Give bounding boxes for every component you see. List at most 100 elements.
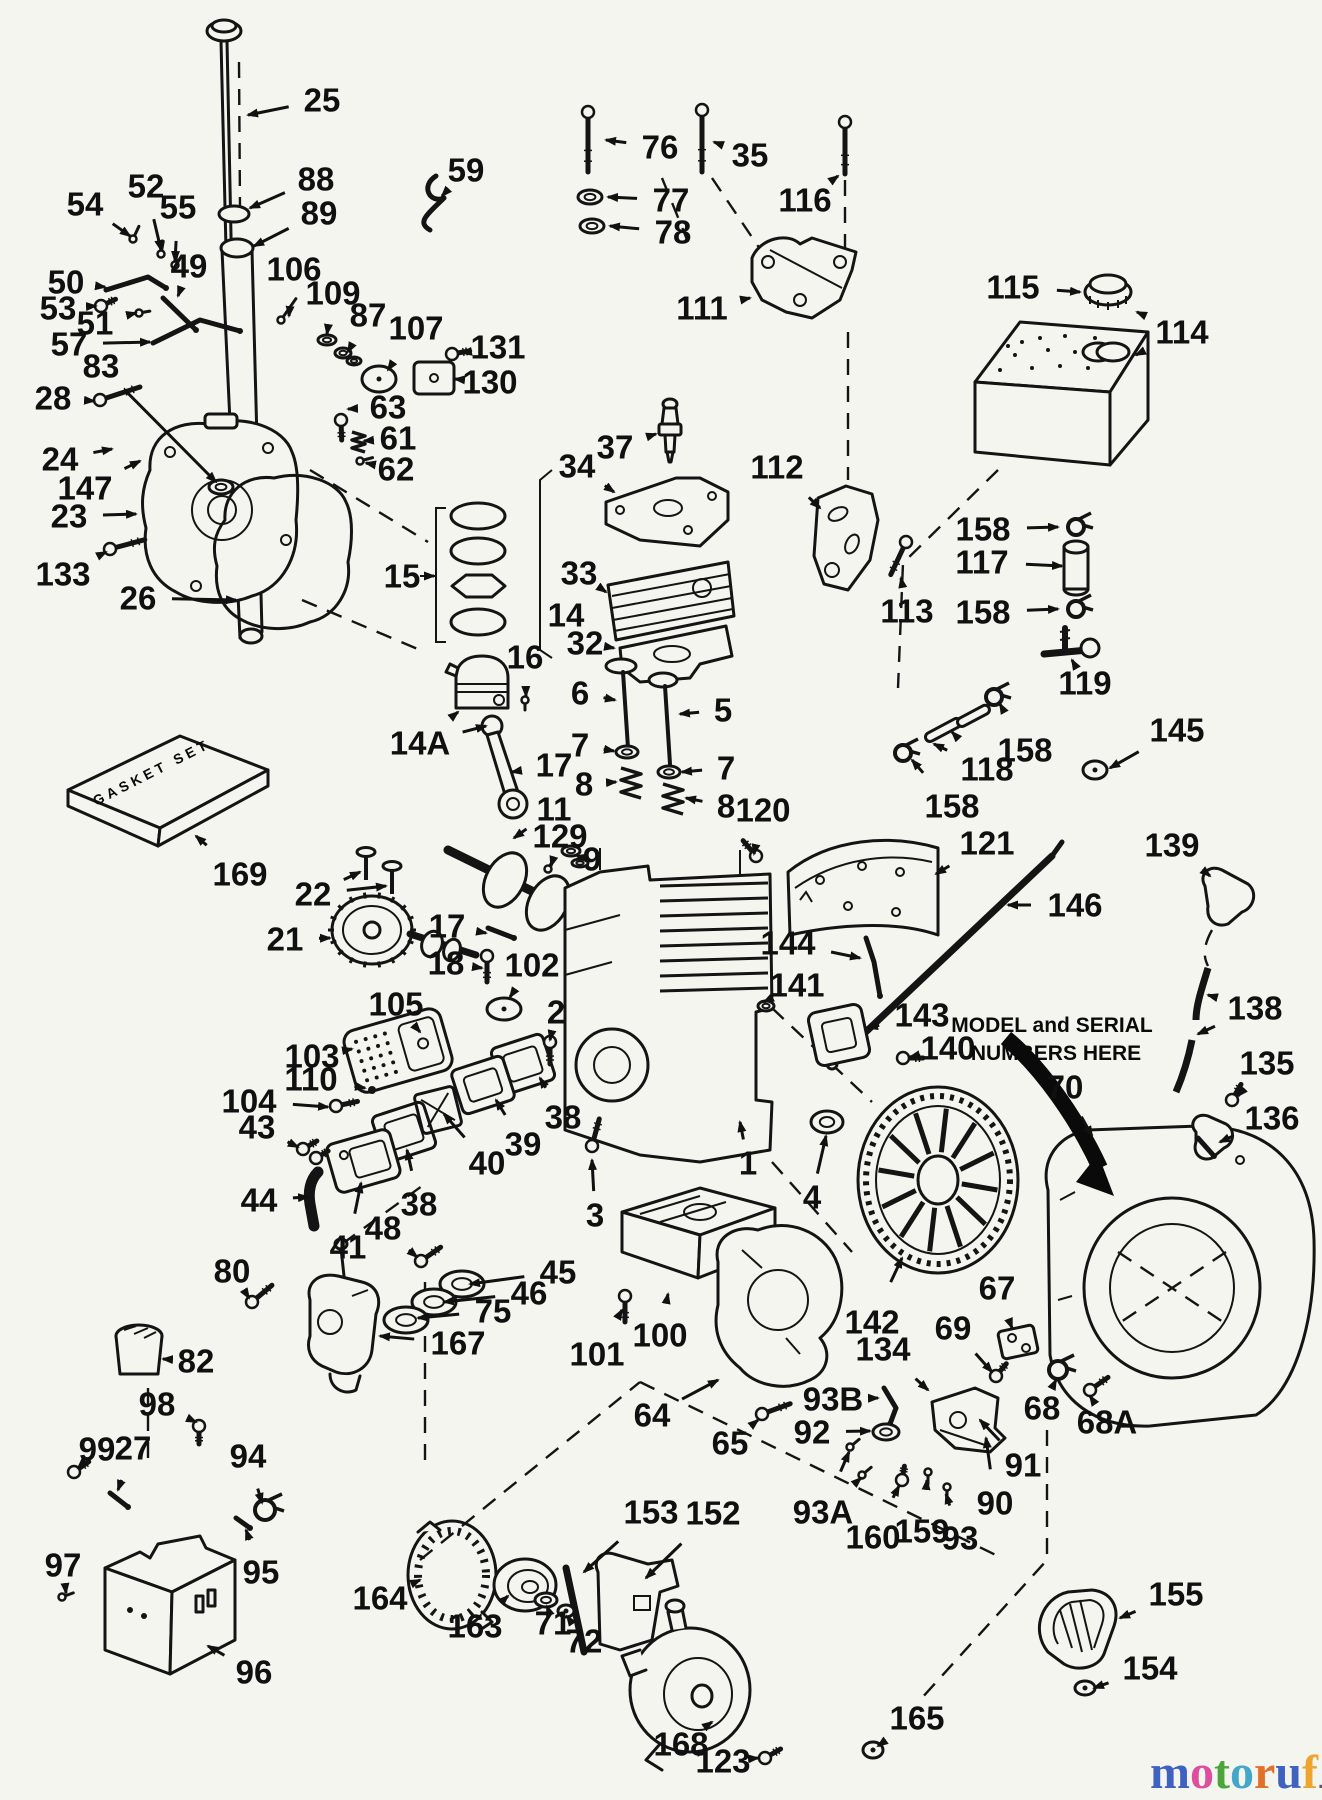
callout-77: 77 [606, 182, 689, 219]
leader-40 [442, 1112, 466, 1139]
part-number-98: 98 [139, 1386, 176, 1423]
leader-142 [889, 1256, 904, 1283]
clamp-158d [893, 737, 921, 763]
callout-158: 158 [955, 594, 1060, 631]
part-number-87: 87 [350, 297, 387, 334]
part-number-168: 168 [653, 1726, 708, 1763]
oval-45 [438, 1269, 486, 1299]
leader-45 [468, 1275, 525, 1288]
part-number-145: 145 [1149, 712, 1204, 749]
callout-52: 52 [128, 168, 164, 252]
model-serial-arrow [1000, 1031, 1114, 1196]
callout-9: 9 [575, 841, 601, 878]
callout-106: 106 [266, 251, 322, 318]
leader-52 [152, 218, 164, 252]
callout-116: 116 [778, 174, 840, 219]
bracket-14 [539, 469, 553, 659]
callout-7: 7 [680, 750, 735, 787]
part-number-158: 158 [955, 594, 1010, 631]
leader-104 [292, 1101, 330, 1111]
screw-43b [308, 1148, 331, 1166]
part-number-68A: 68A [1077, 1404, 1138, 1441]
leader-38 [538, 1076, 549, 1089]
leader-114 [1135, 310, 1148, 321]
clamp-94 [253, 1492, 285, 1522]
callout-34: 34 [559, 448, 616, 494]
callout-138: 138 [1196, 990, 1283, 1036]
leader-18 [471, 962, 484, 972]
callout-152: 152 [644, 1495, 741, 1580]
callout-15: 15 [384, 558, 436, 595]
pin-54 [128, 224, 141, 244]
part-number-59: 59 [448, 152, 485, 189]
screw-93Ab [857, 1465, 873, 1480]
oval-75 [382, 1305, 430, 1335]
callout-3: 3 [586, 1158, 604, 1234]
callout-87: 87 [346, 297, 387, 354]
leader-160 [890, 1484, 901, 1499]
part-number-27: 27 [115, 1430, 152, 1467]
callout-27: 27 [115, 1430, 152, 1492]
leader-121 [934, 864, 951, 876]
clip-136 [1195, 1135, 1217, 1159]
screw-123 [757, 1746, 784, 1766]
tappet-22b [381, 860, 403, 894]
callout-51: 51 [77, 305, 138, 342]
leader-123 [747, 1754, 760, 1764]
leader-138 [1206, 993, 1219, 1003]
hose-118a [924, 716, 963, 743]
part-number-70: 70 [1047, 1069, 1084, 1106]
callout-88: 88 [248, 161, 334, 210]
callout-17: 17 [510, 747, 572, 784]
part-number-169: 169 [212, 856, 267, 893]
leader-37 [645, 432, 658, 442]
model-serial-line2: NUMBERS HERE [971, 1042, 1141, 1065]
leader-168 [701, 1720, 714, 1732]
callout-140: 140 [908, 1030, 976, 1067]
leader-111 [739, 295, 752, 305]
leader-14A [462, 724, 488, 734]
filter-117 [1062, 539, 1090, 597]
screw-93Aa [845, 1437, 861, 1452]
leader-99 [76, 1457, 89, 1470]
callout-114: 114 [1134, 310, 1209, 357]
leader-145 [1108, 750, 1140, 770]
part-number-18: 18 [428, 945, 465, 982]
clip-95 [233, 1515, 253, 1531]
callout-163: 163 [447, 1594, 510, 1645]
callout-169: 169 [194, 834, 268, 893]
callout-168: 168 [653, 1720, 714, 1763]
part-number-165: 165 [889, 1700, 944, 1737]
cam-gear-teeth [328, 892, 416, 968]
tappet-22a [355, 846, 377, 880]
callout-158: 158 [955, 511, 1060, 548]
air-box [103, 1534, 237, 1676]
callout-119: 119 [1058, 658, 1112, 702]
part-number-158: 158 [924, 788, 979, 825]
washer-7R [656, 764, 682, 780]
leader-88 [248, 191, 286, 210]
leader-44 [292, 1193, 310, 1203]
callout-103: 103 [284, 1038, 354, 1075]
callout-110: 110 [284, 1061, 367, 1098]
air-cleaner-element [114, 1323, 164, 1376]
leader-77 [606, 192, 638, 202]
callout-64: 64 [634, 1378, 720, 1434]
leader-120 [751, 843, 761, 856]
leader-27 [116, 1479, 126, 1492]
part-number-75: 75 [475, 1293, 512, 1330]
callout-35: 35 [712, 137, 768, 174]
leader-105 [410, 1021, 422, 1034]
part-number-135: 135 [1239, 1045, 1294, 1082]
leader-91 [978, 1418, 1001, 1442]
callout-33: 33 [561, 555, 608, 594]
leader-144 [830, 950, 862, 961]
part-number-130: 130 [462, 364, 517, 401]
part-number-90: 90 [977, 1485, 1014, 1522]
stop-switch-bracket [996, 1323, 1040, 1361]
part-number-14: 14 [548, 597, 585, 634]
part-number-101: 101 [569, 1336, 624, 1373]
part-number-62: 62 [378, 451, 415, 488]
fuel-cap [1083, 273, 1133, 310]
lever-50 [103, 274, 169, 293]
